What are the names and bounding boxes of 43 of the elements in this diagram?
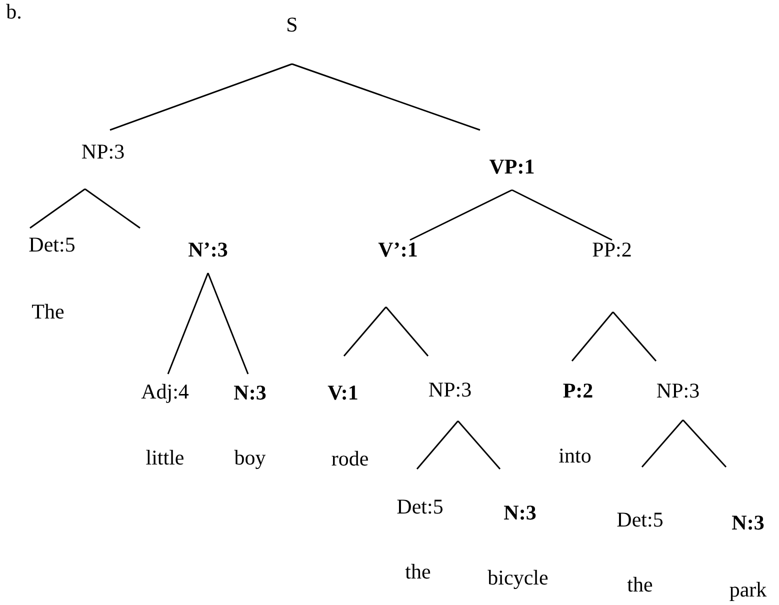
tree-branch xyxy=(512,189,612,241)
category-label: N:3 xyxy=(732,512,764,534)
category-label: Adj:4 xyxy=(141,382,189,402)
tree-branch xyxy=(292,63,480,131)
category-label: V’:1 xyxy=(378,240,418,260)
tree-branch xyxy=(167,272,209,374)
tree-branch xyxy=(110,63,292,131)
tree-branch xyxy=(641,420,684,468)
tree-branch xyxy=(30,188,86,229)
tree-branch xyxy=(416,420,459,470)
category-label: Det:5 xyxy=(396,496,444,518)
category-label: N:3 xyxy=(234,382,266,404)
word-label: The xyxy=(32,302,64,322)
word-label: boy xyxy=(234,448,266,468)
tree-branch xyxy=(571,312,614,362)
word-label: little xyxy=(146,448,184,468)
tree-branch xyxy=(84,188,140,229)
category-label: S xyxy=(286,14,298,36)
word-label: rode xyxy=(331,448,369,470)
tree-branch xyxy=(410,189,512,241)
word-label: into xyxy=(558,446,592,466)
item-letter: b. xyxy=(6,2,22,22)
category-label: VP:1 xyxy=(489,156,535,178)
tree-branch xyxy=(207,272,249,374)
tree-branch xyxy=(457,420,501,470)
category-label: NP:3 xyxy=(81,142,125,162)
word-label: park xyxy=(729,580,767,600)
tree-branch xyxy=(343,306,387,356)
category-label: NP:3 xyxy=(656,380,700,402)
category-label: Det:5 xyxy=(28,234,76,256)
word-label: the xyxy=(405,562,431,582)
category-label: P:2 xyxy=(562,380,594,402)
tree-branch xyxy=(385,306,429,356)
word-label: the xyxy=(627,574,653,596)
tree-branch xyxy=(682,420,727,468)
category-label: NP:3 xyxy=(428,380,472,400)
word-label: bicycle xyxy=(488,568,548,588)
category-label: V:1 xyxy=(328,382,358,404)
category-label: Det:5 xyxy=(616,510,664,530)
category-label: N:3 xyxy=(504,502,536,524)
category-label: N’:3 xyxy=(188,240,228,260)
category-label: PP:2 xyxy=(592,240,632,260)
tree-branch xyxy=(612,312,657,362)
